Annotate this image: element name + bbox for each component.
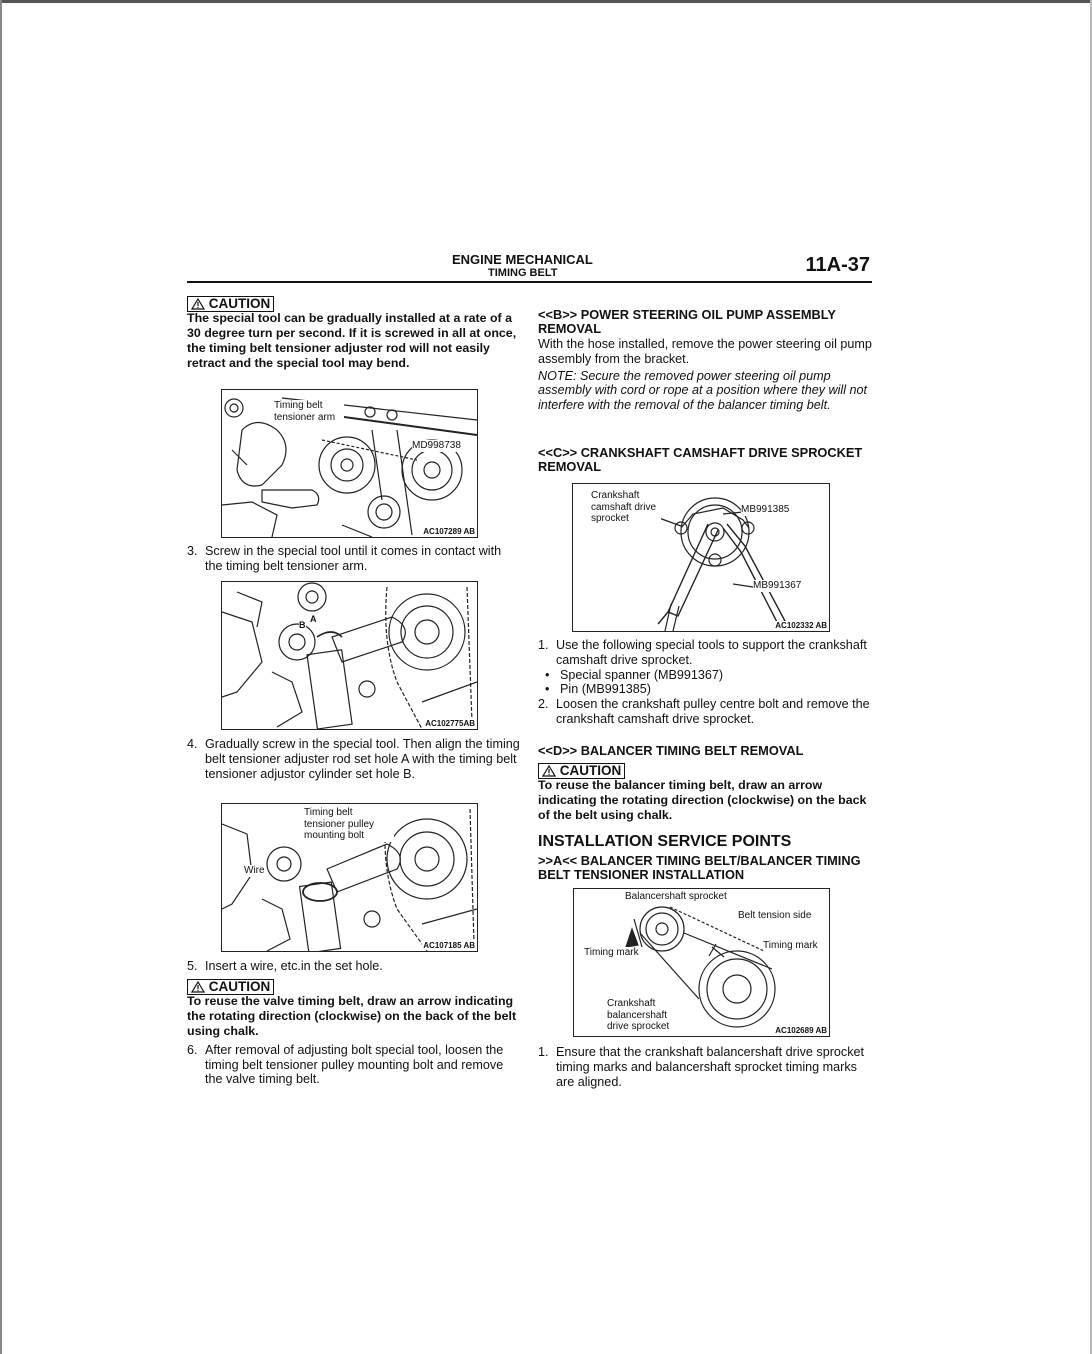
step-3: 3. Screw in the special tool until it com…	[187, 544, 522, 574]
viewer-top-border	[0, 0, 1092, 3]
figure-drawing	[647, 497, 786, 631]
left-bottom-block: 5. Insert a wire, etc.in the set hole. CA…	[187, 959, 522, 1087]
figure-code: AC102332 AB	[774, 621, 828, 630]
step-text: Screw in the special tool until it comes…	[205, 544, 502, 573]
warning-triangle-icon	[190, 980, 206, 993]
bullet-text: Special spanner (MB991367)	[560, 667, 724, 682]
subsection-title: TIMING BELT	[488, 267, 558, 279]
step-number: 1.	[538, 1045, 549, 1059]
caution-label: CAUTION	[208, 978, 271, 994]
step-number: 3.	[187, 544, 198, 558]
step-number: 4.	[187, 737, 198, 751]
figure-code: AC107185 AB	[422, 941, 476, 950]
bullet-item: •Special spanner (MB991367)	[545, 667, 724, 682]
caution-label: CAUTION	[208, 296, 271, 311]
figure-tensioner-arm: Timing belt tensioner arm MD998738 AC107…	[221, 389, 478, 538]
page-number: 11A-37	[805, 254, 871, 276]
note-text: NOTE: Secure the removed power steering …	[538, 368, 867, 413]
figure-label: Timing belt tensioner pulley mounting bo…	[304, 807, 394, 842]
step-number: 2.	[538, 697, 549, 712]
caution-block-3: CAUTION To reuse the balancer timing bel…	[538, 763, 873, 823]
figure-label: Crankshaft camshaft drive sprocket	[591, 490, 661, 525]
installation-section: INSTALLATION SERVICE POINTS >>A<< BALANC…	[538, 833, 873, 882]
caution-text: The special tool can be gradually instal…	[187, 311, 517, 370]
bullet-item: •Pin (MB991385)	[545, 682, 652, 697]
caution-badge: CAUTION	[187, 296, 275, 312]
figure-balancer-timing-marks: Balancershaft sprocket Belt tension side…	[573, 888, 830, 1037]
step-number: 1.	[538, 638, 549, 652]
warning-triangle-icon	[190, 297, 206, 310]
figure-label: Crankshaft balancershaft drive sprocket	[607, 998, 682, 1033]
section-c-steps: 1. Use the following special tools to sup…	[538, 638, 873, 727]
figure-drawing	[222, 582, 477, 729]
caution-text: To reuse the valve timing belt, draw an …	[187, 993, 517, 1038]
section-b: <<B>> POWER STEERING OIL PUMP ASSEMBLY R…	[538, 308, 873, 413]
figure-drawing	[222, 397, 477, 537]
figure-drawing	[625, 906, 776, 1028]
step-text: Ensure that the crankshaft balancershaft…	[556, 1045, 865, 1089]
section-heading: <<B>> POWER STEERING OIL PUMP ASSEMBLY R…	[538, 307, 836, 336]
figure-label: Belt tension side	[738, 910, 812, 922]
caution-badge: CAUTION	[187, 978, 275, 995]
caution-label: CAUTION	[559, 763, 622, 778]
figure-wire-set-hole: Timing belt tensioner pulley mounting bo…	[221, 803, 478, 952]
figure-camshaft-sprocket: Crankshaft camshaft drive sprocket MB991…	[572, 483, 830, 632]
figure-label: B	[299, 620, 306, 632]
step-4: 4. Gradually screw in the special tool. T…	[187, 737, 522, 781]
figure-label: Timing belt tensioner arm	[274, 400, 344, 423]
step-1: 1. Use the following special tools to sup…	[538, 638, 873, 668]
figure-code: AC102689 AB	[774, 1026, 828, 1035]
figure-set-holes: B A AC102775AB	[221, 581, 478, 730]
figure-label: A	[310, 614, 317, 626]
bullet-text: Pin (MB991385)	[560, 682, 652, 697]
caution-badge: CAUTION	[538, 763, 626, 779]
caution-block-1: CAUTION The special tool can be graduall…	[187, 296, 522, 371]
section-heading: <<C>> CRANKSHAFT CAMSHAFT DRIVE SPROCKET…	[538, 445, 863, 474]
step-text: Loosen the crankshaft pulley centre bolt…	[556, 697, 870, 726]
viewer-left-border	[0, 0, 2, 1354]
figure-label: Timing mark	[763, 940, 818, 952]
installation-subheading: >>A<< BALANCER TIMING BELT/BALANCER TIMI…	[538, 853, 861, 882]
header-rule	[187, 281, 872, 283]
installation-heading: INSTALLATION SERVICE POINTS	[538, 833, 792, 850]
install-step-1: 1. Ensure that the crankshaft balancersha…	[538, 1045, 873, 1089]
figure-code: AC102775AB	[424, 719, 476, 728]
step-number: 5.	[187, 959, 198, 973]
warning-triangle-icon	[541, 764, 557, 777]
step-6: 6. After removal of adjusting bolt specia…	[187, 1043, 522, 1087]
section-c: <<C>> CRANKSHAFT CAMSHAFT DRIVE SPROCKET…	[538, 446, 873, 474]
step-text: Insert a wire, etc.in the set hole.	[205, 959, 383, 973]
viewer-right-border	[1090, 0, 1092, 1354]
figure-label: MB991367	[753, 580, 802, 592]
section-d: <<D>> BALANCER TIMING BELT REMOVAL CAUTI…	[538, 744, 873, 823]
caution-text: To reuse the balancer timing belt, draw …	[538, 778, 867, 822]
figure-label: Balancershaft sprocket	[625, 891, 727, 903]
figure-label: Wire	[244, 865, 265, 877]
step-text: Gradually screw in the special tool. The…	[205, 737, 520, 781]
step-text: Use the following special tools to suppo…	[556, 638, 867, 667]
section-title: ENGINE MECHANICAL	[452, 252, 593, 267]
figure-label: Timing mark	[584, 947, 639, 959]
figure-label: MD998738	[412, 440, 461, 452]
section-heading: <<D>> BALANCER TIMING BELT REMOVAL	[538, 743, 804, 758]
section-text: With the hose installed, remove the powe…	[538, 337, 872, 366]
figure-label: MB991385	[741, 504, 790, 516]
figure-code: AC107289 AB	[422, 527, 476, 536]
step-number: 6.	[187, 1042, 198, 1057]
step-5: 5. Insert a wire, etc.in the set hole.	[187, 959, 522, 974]
step-2: 2. Loosen the crankshaft pulley centre bo…	[538, 697, 873, 727]
step-text: After removal of adjusting bolt special …	[205, 1042, 504, 1087]
caution-block-2: CAUTION To reuse the valve timing belt, …	[187, 978, 522, 1039]
